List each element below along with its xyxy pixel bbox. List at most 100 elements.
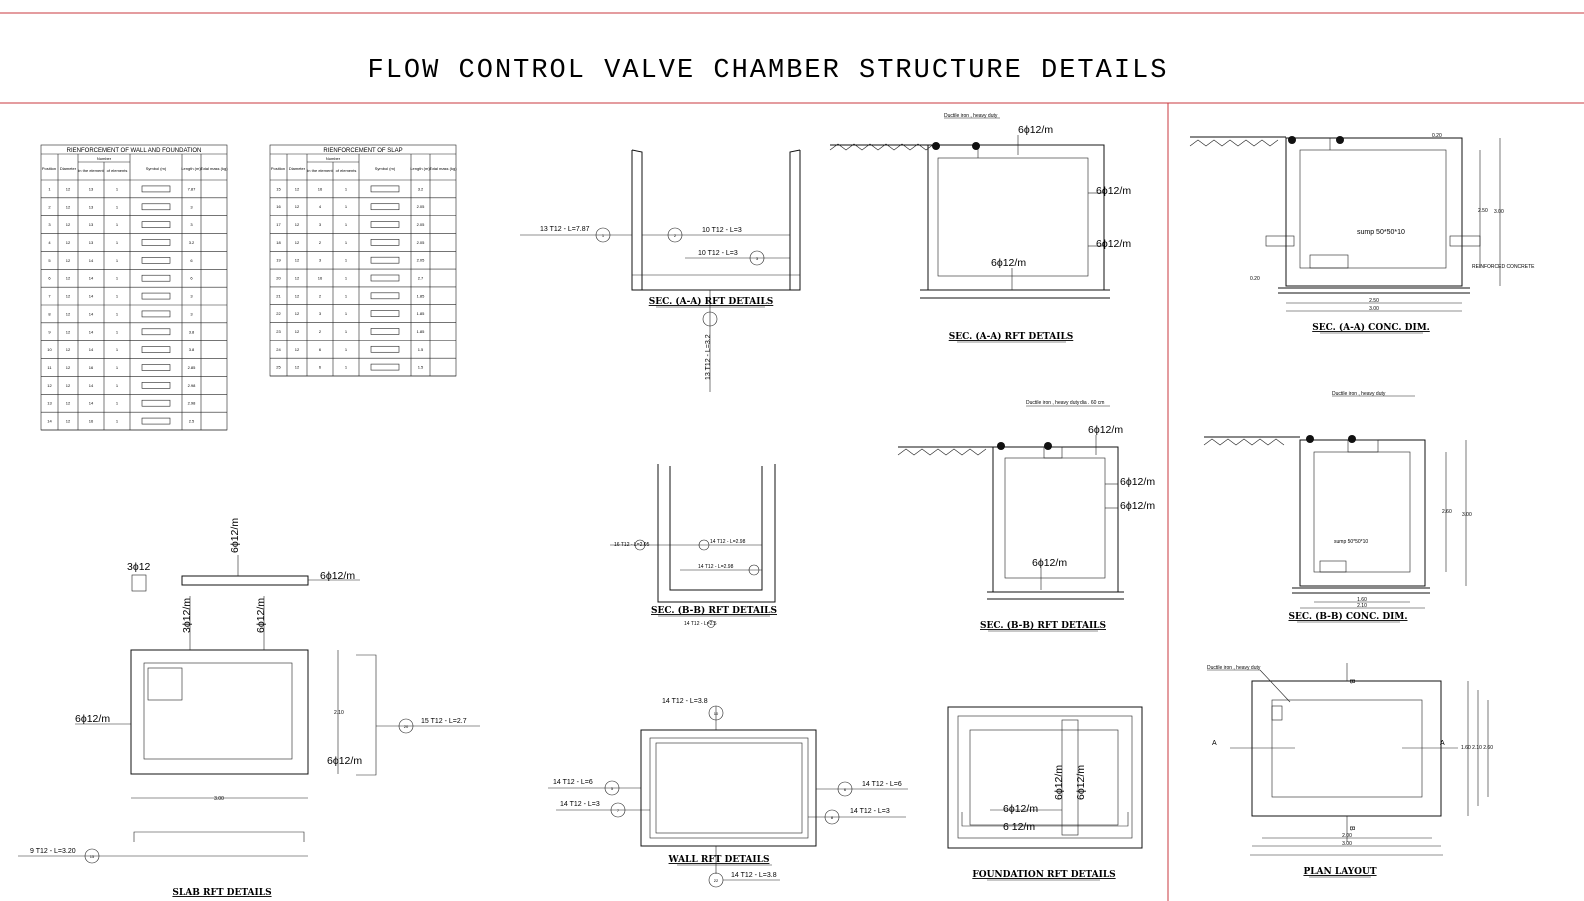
- table-cell: 5: [48, 258, 51, 263]
- table-cell: 14: [89, 383, 94, 388]
- table-cell-length: 2.05: [417, 240, 426, 245]
- table-cell: 1: [116, 383, 119, 388]
- table-cell: 13: [89, 204, 94, 209]
- wall-table-title: RIENFORCEMENT OF WALL AND FOUNDATION: [67, 148, 202, 154]
- table-cell: 14: [89, 311, 94, 316]
- table-cell: 9: [48, 329, 51, 334]
- bar-shape-symbol: [370, 363, 400, 371]
- table-cell: 1: [345, 347, 348, 352]
- ductile-label-3: Ductile iron , heavy duty: [1332, 391, 1386, 397]
- sec-bb-rft-caption-1: SEC. (B-B) RFT DETAILS: [651, 605, 777, 616]
- table-cell-length: 2.05: [417, 222, 426, 227]
- slab-th-diameter: Diameter: [289, 166, 306, 171]
- svg-text:7: 7: [617, 808, 620, 813]
- table-cell: 12: [66, 240, 71, 245]
- svg-text:2: 2: [674, 233, 677, 238]
- wall-bar5-label: 14 T12 - L=3: [850, 808, 890, 815]
- slab-table-number-header: Number: [326, 156, 341, 161]
- table-cell: 3: [319, 311, 322, 316]
- bar-shape-symbol: [370, 292, 400, 300]
- table-cell: 12: [295, 240, 300, 245]
- table-cell: 1: [116, 419, 119, 424]
- table-cell: 13: [89, 222, 94, 227]
- slab-phi-3m: 3ϕ12/m: [181, 598, 193, 633]
- table-cell: 12: [66, 294, 71, 299]
- bb2-phi-top: 6ϕ12/m: [1088, 424, 1123, 436]
- table-cell: 12: [295, 186, 300, 191]
- table-cell: 1: [345, 240, 348, 245]
- table-cell: 1: [116, 365, 119, 370]
- table-cell: 8: [48, 311, 51, 316]
- table-cell: 3: [48, 222, 51, 227]
- table-cell: 12: [295, 222, 300, 227]
- bar-shape-symbol: [370, 310, 400, 317]
- dia-label: dia . 60 cm: [1080, 400, 1104, 406]
- table-cell: 1: [345, 293, 348, 298]
- table-cell: 1: [116, 401, 119, 406]
- table-cell: 14: [89, 329, 94, 334]
- found-phi-1: 6ϕ12/m: [1003, 803, 1038, 815]
- aa1-bar1-label: 13 T12 - L=7.87: [540, 226, 590, 233]
- sec-b-label-top: B: [1348, 679, 1355, 684]
- svg-text:5: 5: [611, 786, 614, 791]
- slab-phi-top: 6ϕ12/m: [255, 598, 267, 633]
- table-cell-length: 3: [190, 204, 193, 209]
- wall-bar2-label: 14 T12 - L=6: [553, 779, 593, 786]
- bar-shape-symbol: [141, 328, 171, 336]
- table-cell: 10: [47, 347, 52, 352]
- wall-th-diameter: Diameter: [60, 166, 77, 171]
- sec-aa-conc-diagram: sump 50*50*10 REINFORCED CONCRETE 2.50 3…: [1189, 133, 1535, 334]
- aa1-bar3-label: 10 T12 - L=3: [698, 250, 738, 257]
- dim-b1: 1.60: [1357, 597, 1367, 603]
- sump-label-1: sump 50*50*10: [1357, 229, 1405, 236]
- table-cell: 12: [295, 329, 300, 334]
- table-cell: 7: [48, 294, 51, 299]
- table-cell-length: 3.2: [189, 240, 195, 245]
- reinforced-concrete-label: REINFORCED CONCRETE: [1472, 264, 1535, 270]
- table-cell: 12: [295, 258, 300, 263]
- svg-text:1: 1: [602, 233, 605, 238]
- table-cell: 2: [48, 204, 51, 209]
- table-cell: 1: [345, 222, 348, 227]
- aa1-bar2-label: 10 T12 - L=3: [702, 227, 742, 234]
- table-cell-length: 2.5: [189, 419, 195, 424]
- table-cell: 14: [89, 347, 94, 352]
- table-cell: 13: [89, 240, 94, 245]
- table-cell: 12: [66, 329, 71, 334]
- sec-bb-rft-diagram-1: 16 T12 - L=2.05 14 T12 - L=2.98 14 T12 -…: [610, 464, 777, 628]
- table-cell: 1: [116, 329, 119, 334]
- table-cell: 2: [319, 293, 322, 298]
- table-cell: 1: [345, 365, 348, 370]
- table-cell: 12: [66, 186, 71, 191]
- slab-phi-vert: 6ϕ12/m: [229, 518, 241, 553]
- table-cell-length: 3: [190, 311, 193, 316]
- svg-text:10: 10: [714, 711, 719, 716]
- table-cell: 1: [116, 311, 119, 316]
- found-phi-4: 6ϕ12/m: [1075, 765, 1087, 800]
- table-cell: 12: [295, 276, 300, 281]
- table-cell-length: 6: [190, 276, 193, 281]
- bar-shape-symbol: [370, 274, 400, 282]
- page-title: FLOW CONTROL VALVE CHAMBER STRUCTURE DET…: [368, 56, 1169, 86]
- bar-shape-symbol: [141, 221, 171, 228]
- bar-shape-symbol: [141, 239, 171, 246]
- bb1-bar1-label: 16 T12 - L=2.05: [614, 542, 650, 548]
- sump-label-2: sump 50*50*10: [1334, 539, 1368, 545]
- table-cell: 16: [318, 186, 323, 191]
- bb1-bar2-label: 14 T12 - L=2.98: [710, 539, 746, 545]
- slab-th-in-element: in the element: [307, 168, 333, 173]
- ductile-label-1: Ductile iron , heavy duty: [944, 113, 998, 119]
- svg-text:15: 15: [90, 854, 95, 859]
